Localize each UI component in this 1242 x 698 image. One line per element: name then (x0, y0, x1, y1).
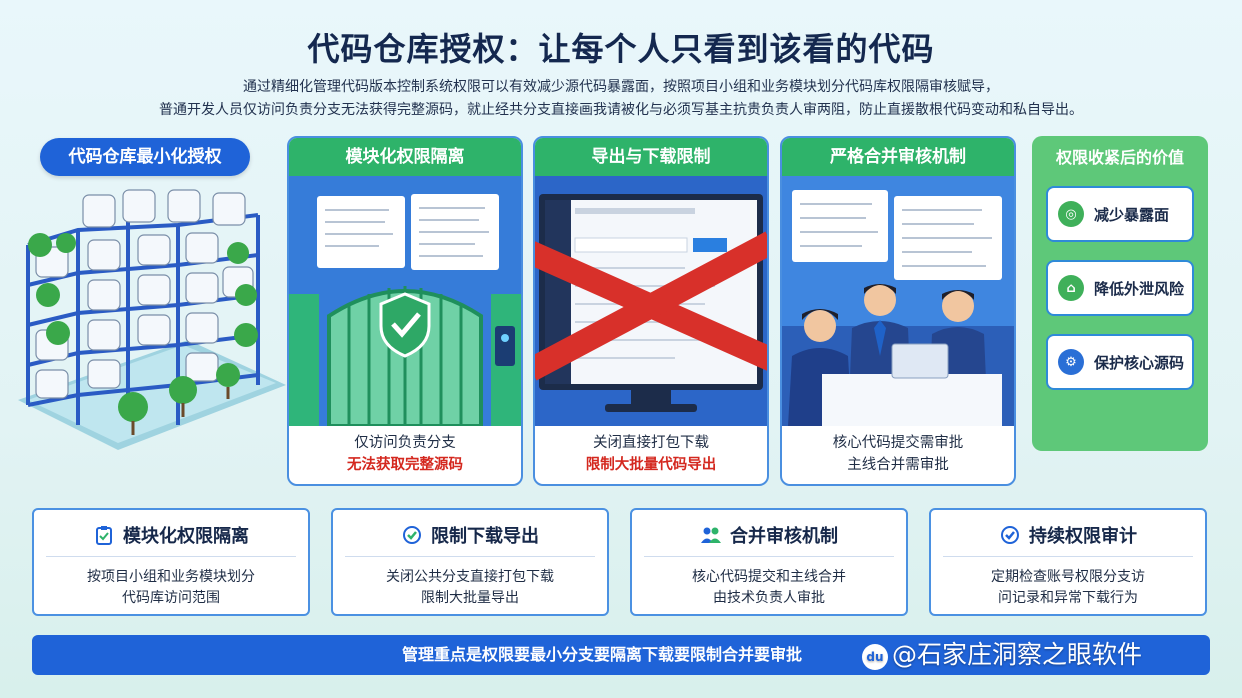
check-shield-icon (401, 524, 423, 546)
target-icon: ◎ (1058, 201, 1084, 227)
page-title: 代码仓库授权：让每个人只看到该看的代码 (307, 30, 935, 68)
bottom-message: 管理重点是权限要最小分支要隔离下载要限制合并要审批 (402, 645, 803, 664)
card-line: 问记录和异常下载行为 (998, 590, 1138, 606)
panel-title: 模块化权限隔离 (289, 138, 521, 176)
card-module-isolation: 模块化权限隔离 按项目小组和业务模块划分代码库访问范围 (32, 508, 310, 616)
value-item-reduce-exposure: ◎ 减少暴露面 (1046, 186, 1194, 242)
caption-line: 主线合并需审批 (847, 457, 949, 473)
value-item-protect-core-source: ⚙ 保护核心源码 (1046, 334, 1194, 390)
check-circle-icon (999, 524, 1021, 546)
gear-icon: ⚙ (1058, 349, 1084, 375)
card-line: 定期检查账号权限分支访 (991, 569, 1145, 585)
card-line: 关闭公共分支直接打包下载 (386, 569, 554, 585)
clipboard-icon (93, 524, 115, 546)
caption-line: 核心代码提交需审批 (832, 435, 964, 451)
caption-highlight: 限制大批量代码导出 (585, 457, 717, 473)
value-item-label: 减少暴露面 (1094, 205, 1170, 224)
card-permission-audit: 持续权限审计 定期检查账号权限分支访问记录和异常下载行为 (929, 508, 1207, 616)
caption-highlight: 无法获取完整源码 (347, 457, 463, 473)
value-item-label: 保护核心源码 (1094, 353, 1185, 372)
bottom-banner: 管理重点是权限要最小分支要隔离下载要限制合并要审批 (32, 635, 1210, 675)
watermark: du@石家庄洞察之眼软件 (862, 638, 1142, 672)
repository-rack-illustration (18, 189, 286, 450)
value-panel: 权限收紧后的价值 ◎ 减少暴露面 ⌂ 降低外泄风险 ⚙ 保护核心源码 (1032, 136, 1208, 451)
panel-title: 严格合并审核机制 (782, 138, 1014, 176)
panel-title: 导出与下载限制 (535, 138, 767, 176)
card-divider (46, 556, 296, 557)
watermark-text: @石家庄洞察之眼软件 (892, 640, 1143, 669)
card-title: 限制下载导出 (431, 526, 539, 547)
caption-line: 关闭直接打包下载 (593, 435, 709, 451)
card-divider (943, 556, 1193, 557)
card-divider (644, 556, 894, 557)
card-title: 模块化权限隔离 (123, 526, 249, 547)
value-item-reduce-leak-risk: ⌂ 降低外泄风险 (1046, 260, 1194, 316)
panel-download-restriction: 导出与下载限制 关闭直接打包下载 限制大批量代码导出 (533, 136, 769, 486)
card-divider (345, 556, 595, 557)
card-download-restriction: 限制下载导出 关闭公共分支直接打包下载限制大批量导出 (331, 508, 609, 616)
left-section-label: 代码仓库最小化授权 (40, 138, 250, 176)
card-line: 由技术负责人审批 (713, 590, 825, 606)
panel-merge-review: 严格合并审核机制 核心代码提交需审批 主线合并需审批 (780, 136, 1016, 486)
baidu-paw-icon: du (862, 644, 888, 670)
monitor-illustration (535, 176, 767, 426)
card-line: 按项目小组和业务模块划分 (87, 569, 255, 585)
subtitle-line: 普通开发人员仅访问负责分支无法获得完整源码，就止经共分支直接画我请被化与必须写基… (159, 102, 1083, 118)
value-panel-title: 权限收紧后的价值 (1055, 148, 1184, 167)
card-line: 限制大批量导出 (421, 590, 519, 606)
panel-module-isolation: 模块化权限隔离 仅访问负责分支 无法获取完整源 (287, 136, 523, 486)
card-line: 核心代码提交和主线合并 (692, 569, 846, 585)
caption-line: 仅访问负责分支 (354, 435, 456, 451)
card-merge-review: 合并审核机制 核心代码提交和主线合并由技术负责人审批 (630, 508, 908, 616)
meeting-illustration (782, 176, 1014, 426)
home-shield-icon: ⌂ (1058, 275, 1084, 301)
panel-caption: 关闭直接打包下载 限制大批量代码导出 (535, 426, 767, 484)
panel-caption: 仅访问负责分支 无法获取完整源码 (289, 426, 521, 484)
panel-caption: 核心代码提交需审批 主线合并需审批 (782, 426, 1014, 484)
subtitle-line: 通过精细化管理代码版本控制系统权限可以有效减少源代码暴露面，按照项目小组和业务模… (243, 79, 999, 95)
page-subtitle: 通过精细化管理代码版本控制系统权限可以有效减少源代码暴露面，按照项目小组和业务模… (80, 76, 1162, 122)
value-item-label: 降低外泄风险 (1094, 279, 1185, 298)
card-line: 代码库访问范围 (122, 590, 220, 606)
people-icon (700, 524, 722, 546)
card-title: 持续权限审计 (1029, 526, 1137, 547)
card-title: 合并审核机制 (730, 526, 838, 547)
gate-illustration (289, 176, 521, 426)
